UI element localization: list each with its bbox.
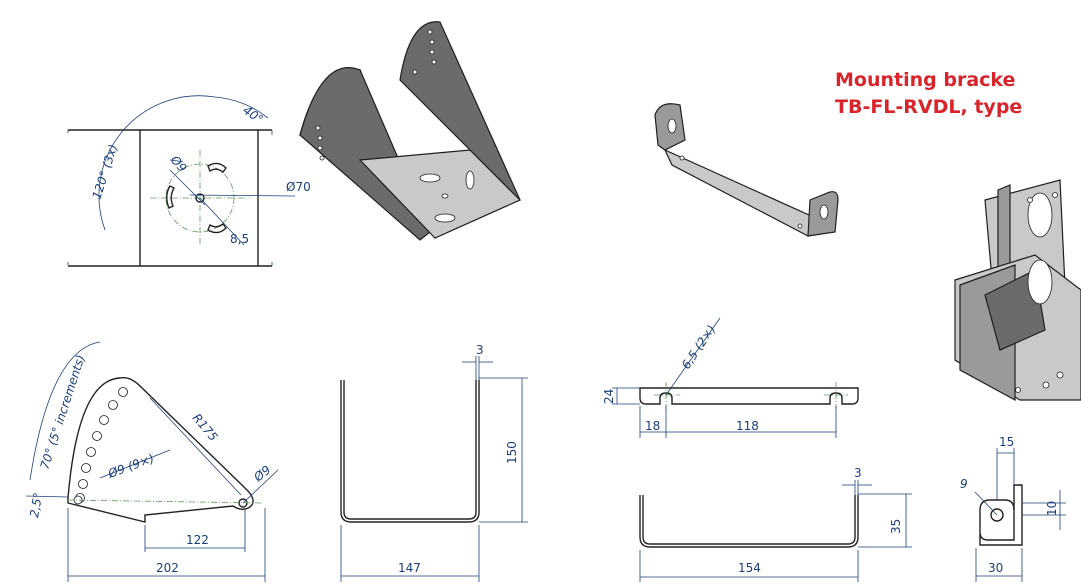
width-label-small-side: 30 <box>988 561 1003 575</box>
top-view-drawing: 120° (3x) 40° Ø9 Ø70 8,5 <box>67 95 311 267</box>
flange-width-label: 15 <box>999 435 1014 449</box>
height-label-small-front: 35 <box>889 519 903 534</box>
assembled-bracket-3d <box>954 179 1081 402</box>
width-total-label: 202 <box>156 561 179 575</box>
slot-radius-label: 8,5 <box>230 232 249 246</box>
thickness-label-small: 3 <box>854 466 862 480</box>
holes-label-small: 6,5 (2×) <box>679 322 719 371</box>
pcd-label: Ø70 <box>286 180 311 194</box>
thickness-label: 3 <box>476 343 484 357</box>
width-inner-label: 122 <box>186 533 209 547</box>
width-label: 147 <box>398 561 421 575</box>
u-bracket-3d <box>299 21 522 241</box>
small-front-view-drawing: 3 35 154 <box>639 466 912 582</box>
height-label-small: 24 <box>602 389 616 404</box>
holes-label: Ø9 (9×) <box>105 451 156 481</box>
small-side-view-drawing: 15 9 10 30 <box>960 435 1066 582</box>
small-bracket-3d <box>654 103 839 237</box>
slot-width-label: Ø9 <box>167 152 189 175</box>
angle-slot-label: 40° <box>240 103 265 127</box>
title-line-1: Mounting bracke <box>835 69 1015 91</box>
front-view-drawing: 3 150 147 <box>340 343 528 582</box>
width-label-small-front: 154 <box>738 561 761 575</box>
pivot-hole-label: Ø9 <box>250 463 273 485</box>
angle-spacing-label: 120° (3x) <box>90 143 121 201</box>
title-line-2: TB-FL-RVDL, type <box>835 96 1022 118</box>
small-top-view-drawing: 6,5 (2×) 24 18 118 <box>602 317 859 438</box>
height-label: 150 <box>505 441 519 464</box>
hole-spacing-label: 118 <box>736 419 759 433</box>
hole-height-label: 10 <box>1045 501 1059 516</box>
hole-dia-label: 9 <box>960 477 968 491</box>
edge-offset-label: 18 <box>645 419 660 433</box>
angle-start-label: 2,5° <box>27 491 45 518</box>
side-view-drawing: 70° (5° increments) 2,5° Ø9 (9×) Ø9 R175… <box>25 341 279 582</box>
